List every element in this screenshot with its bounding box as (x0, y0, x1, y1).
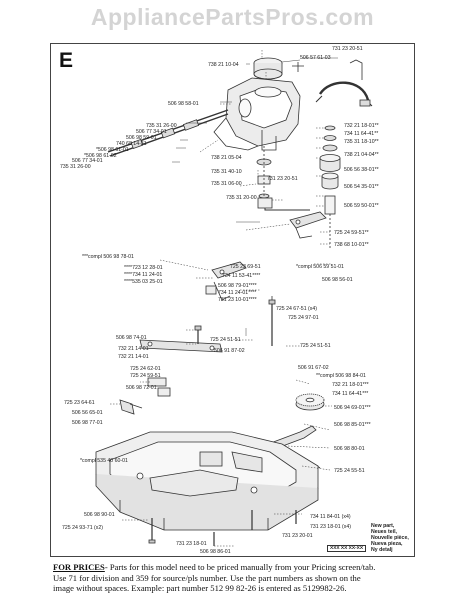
pricing-note: FOR PRICES- Parts for this model need to… (53, 562, 463, 594)
part-label: 506 57 61-03 (300, 55, 331, 61)
part-label: 506 77 34-01 (136, 129, 167, 135)
part-label: 506 98 56-01 (322, 277, 353, 283)
part-label: 506 91 87-02 (214, 348, 245, 354)
part-label: 731 23 10-01**** (218, 297, 257, 303)
part-label: 740 68 14-31 (116, 141, 147, 147)
part-label: 506 98 74-01 (116, 335, 147, 341)
diagram-frame (50, 43, 415, 557)
part-label: 725 24 59-51 (130, 373, 161, 379)
part-label: *506 98 61-02 (84, 153, 117, 159)
legend-line: Nueva pieza, (371, 541, 403, 547)
part-label: 731 23 20-51 (267, 176, 298, 182)
part-label: **compl 506 98 84-01 (316, 373, 366, 379)
part-label: 731 23 20-51 (332, 46, 363, 52)
part-label: 506 98 77-01 (72, 420, 103, 426)
part-label: 732 21 18-01*** (332, 382, 369, 388)
part-label: ****723 12 28-01 (124, 265, 163, 271)
part-label: *506 98 61-01 (96, 147, 129, 153)
part-label: 506 56 38-01** (344, 167, 379, 173)
part-labels: 731 23 20-51 506 57 61-03 738 21 10-04 5… (60, 46, 379, 555)
part-label: 725 24 62-01 (130, 366, 161, 372)
part-label: 738 21 05-04 (211, 155, 242, 161)
part-label: 734 11 64-41** (344, 131, 378, 137)
part-label: ****734 11 24-01 (124, 272, 162, 278)
pricing-note-lead: FOR PRICES (53, 562, 105, 572)
site-title: AppliancePartsPros.com (90, 4, 375, 30)
part-label: 506 98 85-01*** (334, 422, 371, 428)
part-label: 506 94 69-01*** (334, 405, 371, 411)
part-label: 735 31 40-10 (211, 169, 242, 175)
part-label: 725 24 93-71 (x2) (62, 525, 103, 531)
part-label: 734 11 24-01**** (218, 290, 256, 296)
part-label: 506 98 86-01 (200, 549, 231, 555)
part-label: 506 59 50-01** (344, 203, 379, 209)
part-label: 734 11 64-41*** (332, 391, 368, 397)
part-label: 738 68 10-01** (334, 242, 369, 248)
part-label: 725 24 97-01 (288, 315, 319, 321)
part-label: 738 21 10-04 (208, 62, 239, 68)
legend-line: New part, (371, 523, 395, 529)
part-label: 506 54 35-01** (344, 184, 379, 190)
part-label: 732 21 18-01** (344, 123, 379, 129)
part-label: 506 98 79-01**** (218, 283, 257, 289)
part-label: 731 23 18-01 (176, 541, 207, 547)
legend-part-format: XXX XX XX-XX (327, 545, 367, 552)
part-label: 734 11 53-41**** (222, 273, 260, 279)
part-label: 506 98 80-01 (334, 446, 365, 452)
part-label: 735 31 06-00 (211, 181, 242, 187)
part-label: 738 21 04-04** (344, 152, 379, 158)
new-part-legend: New part, Neues teil, Nouvelle pièce, Nu… (371, 523, 409, 553)
part-label: 725 23 64-61 (64, 400, 95, 406)
part-label: 732 21 14-01 (118, 354, 149, 360)
legend-line: Ny detalj (371, 547, 393, 553)
legend-line: Neues teil, (371, 529, 397, 535)
part-label: 506 91 67-02 (298, 365, 329, 371)
part-label: 725 24 59-51** (334, 230, 369, 236)
part-label: 506 98 90-01 (84, 512, 115, 518)
part-label: 735 31 26-00 (146, 123, 177, 129)
pricing-note-line: - Parts for this model need to be priced… (104, 562, 376, 572)
part-label: 735 31 18-10** (344, 139, 379, 145)
part-label: 506 98 58-01 (168, 101, 199, 107)
part-label: *compl 535 40 60-01 (80, 458, 128, 464)
pricing-note-line: Use 71 for division and 359 for source/p… (53, 572, 361, 583)
part-label: 735 31 20-00 (226, 195, 257, 201)
part-label: 731 23 20-01 (282, 533, 313, 539)
part-label: 725 24 67-51 (x4) (276, 306, 317, 312)
pricing-note-line: image without spaces. Example: part numb… (53, 583, 347, 594)
part-label: ****535 03 25-01 (124, 279, 163, 285)
part-label: 725 24 51-51 (300, 343, 331, 349)
part-label: 725 24 51-51 (210, 337, 241, 343)
section-letter: E (59, 49, 74, 72)
legend-line: Nouvelle pièce, (371, 535, 409, 541)
part-label: 732 21 14-01 (118, 346, 149, 352)
part-label: 506 56 65-01 (72, 410, 103, 416)
part-label: 731 23 18-01 (x4) (310, 524, 351, 530)
part-label: 734 11 84-01 (x4) (310, 514, 351, 520)
part-label: 506 98 59-01 (126, 135, 157, 141)
part-label: 725 23 69-51 (230, 264, 261, 270)
part-label: *compl 506 59 51-01 (296, 264, 344, 270)
part-label: 506 98 72-01 (126, 385, 157, 391)
part-label: ***compl 506 98 78-01 (82, 254, 134, 260)
part-label: 725 24 55-51 (334, 468, 365, 474)
part-label: 735 31 26-00 (60, 164, 91, 170)
part-label: 506 77 34-01 (72, 158, 103, 164)
